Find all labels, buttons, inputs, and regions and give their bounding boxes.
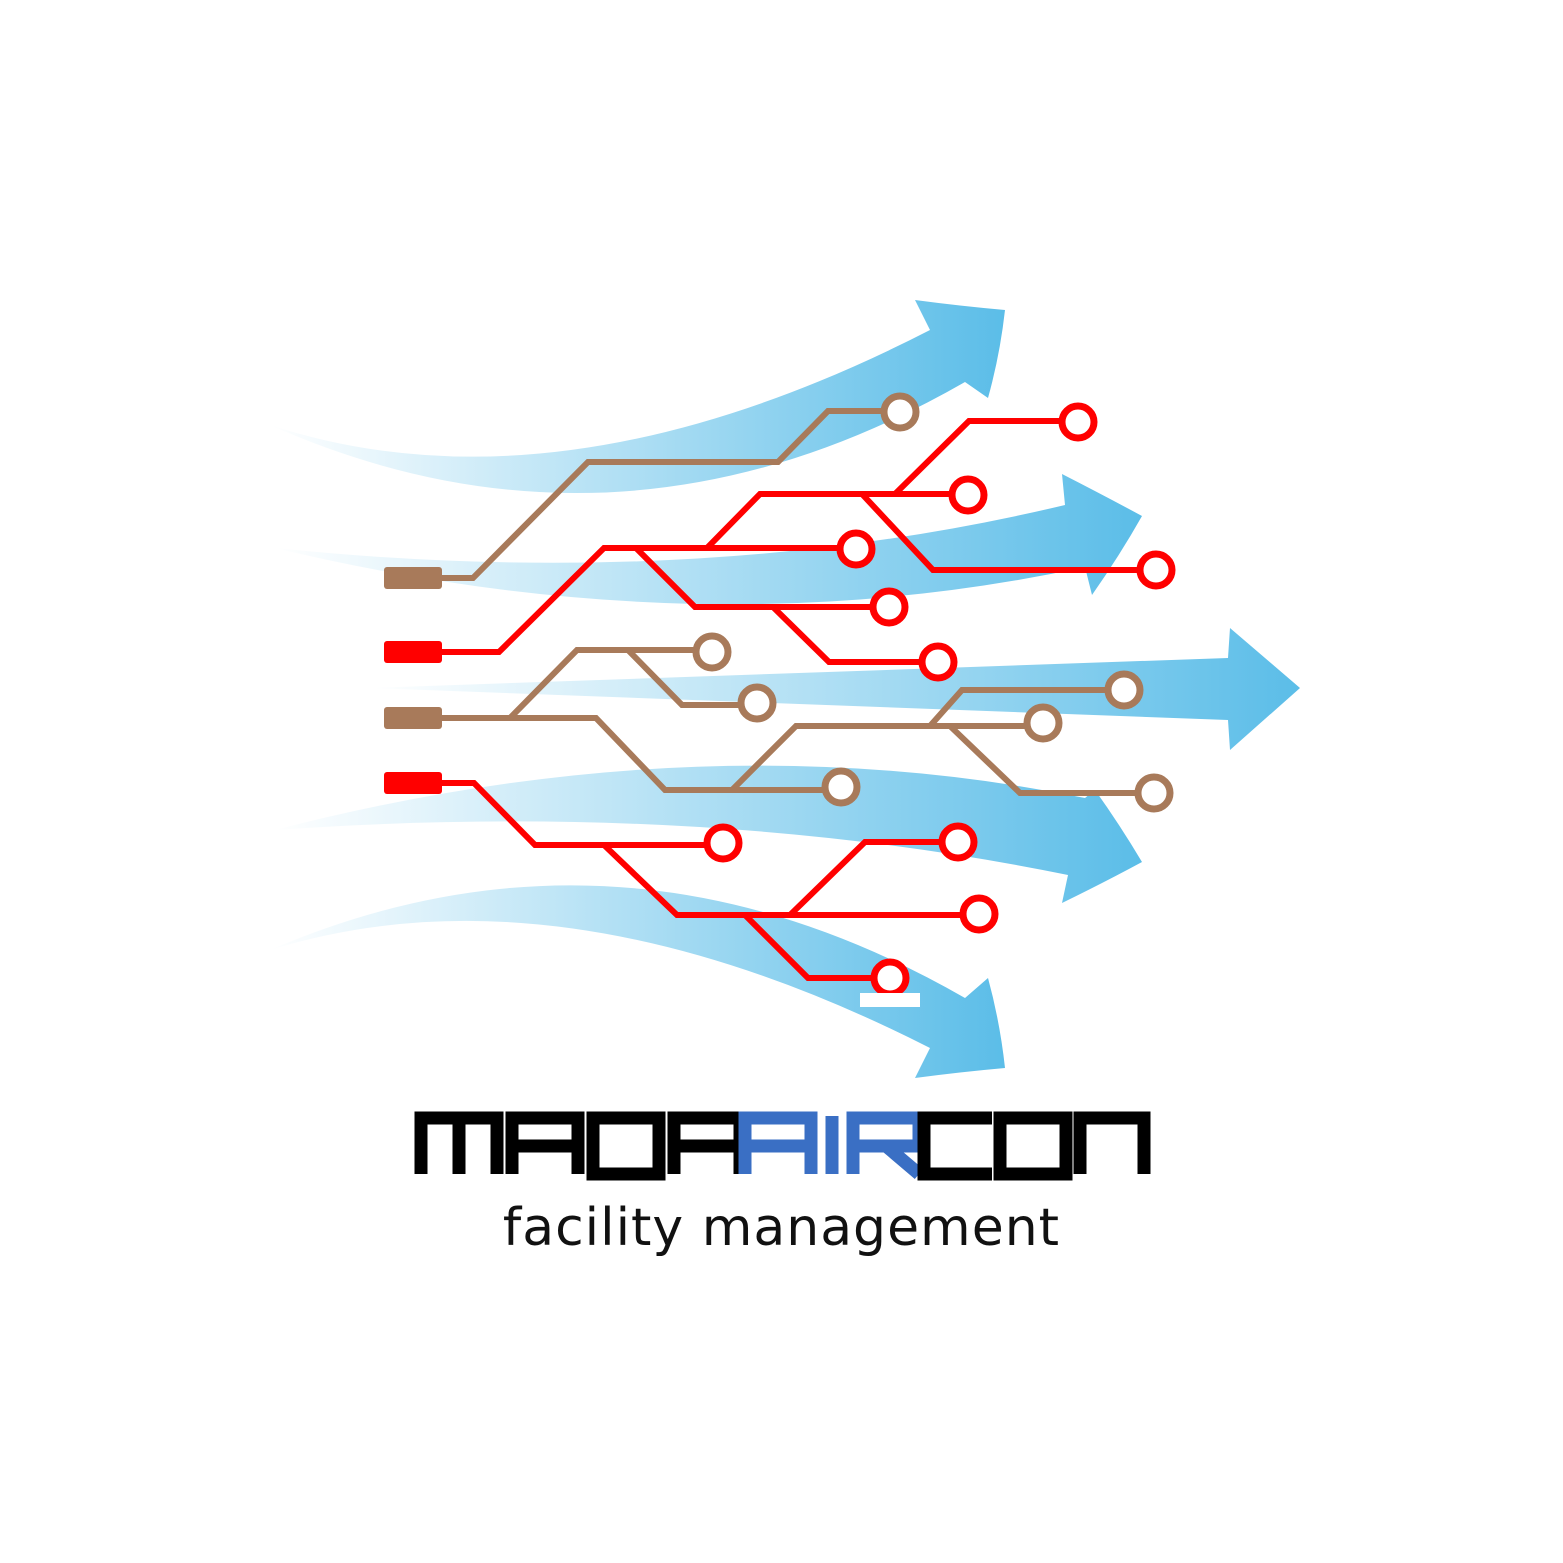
circuit-trace-icon: [440, 408, 885, 581]
circuit-brown-pads: [384, 567, 442, 729]
circuit-red-pads: [384, 641, 442, 794]
circuit-trace-icon: [742, 912, 875, 981]
wordmark-mada: [414, 1111, 747, 1181]
circuit-trace-icon: [947, 723, 1136, 796]
airflow-arrow-icon: [270, 885, 1005, 1078]
airflow-arrow-icon: [275, 474, 1142, 605]
wordmark-glyphs: [414, 1111, 1151, 1181]
circuit-red-traces: [440, 418, 1139, 981]
circuit-trace-icon: [927, 687, 1108, 728]
circuit-trace-icon: [859, 491, 1139, 573]
circuit-brown-traces: [440, 408, 1136, 796]
circuit-brown-nodes: [692, 392, 1174, 813]
circuit-trace-icon: [770, 604, 922, 665]
airflow-arrow-icon: [270, 300, 1005, 494]
circuit-trace-icon: [507, 647, 695, 721]
airflow-arrows: [270, 300, 1300, 1078]
node-clip: [860, 993, 920, 1007]
circuit-trace-icon: [633, 545, 873, 610]
circuit-trace-icon: [440, 715, 825, 793]
circuit-trace-icon: [625, 647, 740, 708]
wordmark-air: [738, 1111, 926, 1179]
circuit-trace-icon: [704, 491, 951, 551]
circuit-trace-icon: [601, 842, 962, 918]
airflow-arrow-icon: [370, 628, 1300, 750]
circuit-trace-icon: [892, 418, 1061, 497]
brand-tagline: facility management: [502, 1198, 1061, 1258]
circuit-trace-icon: [440, 780, 706, 848]
circuit-trace-icon: [787, 839, 941, 918]
circuit-trace-icon: [440, 545, 838, 655]
circuit-red-nodes: [703, 402, 1176, 998]
wordmark-con: [917, 1111, 1151, 1181]
